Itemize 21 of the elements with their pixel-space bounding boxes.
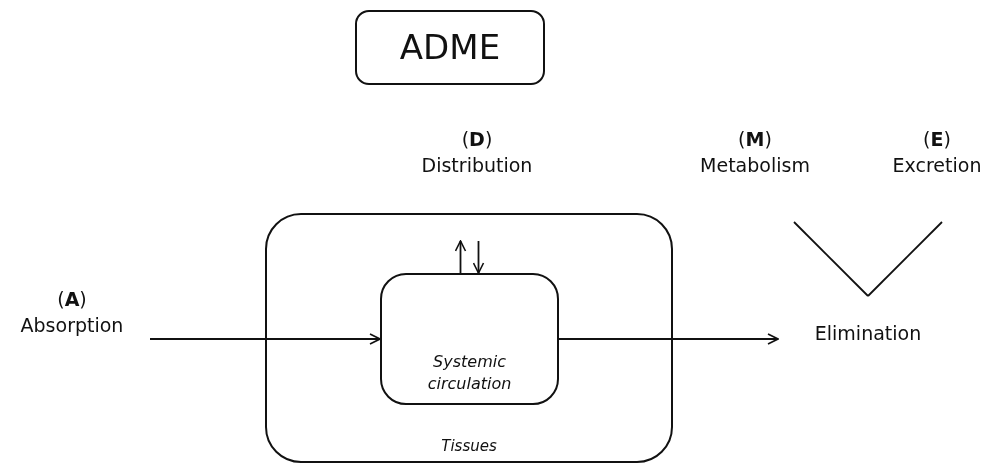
heading-letter: (E)	[923, 127, 951, 152]
region-label: Systemic circulation	[426, 351, 513, 395]
heading-letter: (M)	[738, 127, 772, 152]
arrow	[558, 333, 779, 345]
node-label: Excretion	[892, 153, 982, 178]
node-label: Distribution	[421, 153, 533, 178]
arrow	[472, 240, 485, 274]
arrow	[454, 240, 467, 274]
tissue-box	[265, 213, 673, 463]
heading-letter: (D)	[461, 127, 493, 152]
title-text: ADME	[399, 33, 501, 60]
circulation-box	[380, 273, 559, 405]
heading-letter: (A)	[57, 287, 87, 312]
node-label: Metabolism	[700, 153, 810, 178]
title-box	[355, 10, 545, 85]
node-label: Elimination	[814, 321, 922, 346]
connector-line	[793, 221, 869, 297]
region-label: Tissues	[441, 436, 497, 457]
node-label: Absorption	[20, 313, 124, 338]
arrow	[149, 333, 381, 345]
connector-line	[867, 221, 943, 297]
